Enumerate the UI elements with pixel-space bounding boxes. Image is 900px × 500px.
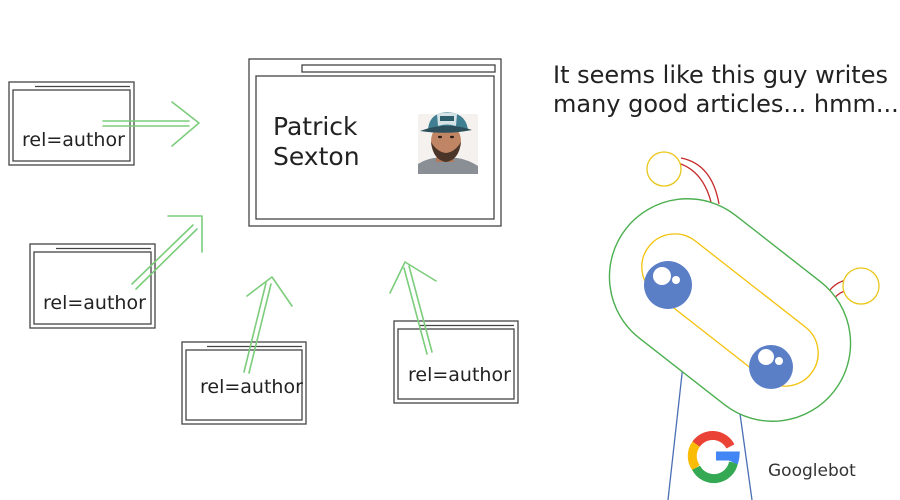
arrow-right-icon: [102, 101, 200, 147]
arrow-up-icon: [243, 276, 293, 374]
arrow-up-right-icon: [131, 215, 203, 290]
arrows: [102, 101, 437, 374]
googlebot-label: Googlebot: [768, 461, 856, 481]
bot-eye-right: [749, 345, 793, 389]
bot-thought-line1: It seems like this guy writes: [553, 61, 888, 89]
source-card-1: rel=author: [8, 81, 135, 166]
source-card-label: rel=author: [408, 364, 511, 386]
source-card-label: rel=author: [200, 376, 303, 398]
google-g-logo-icon: [687, 431, 740, 484]
author-name-last: Sexton: [273, 142, 360, 171]
arrow-up-icon: [389, 261, 437, 355]
source-card-4: rel=author: [393, 320, 519, 404]
googlebot-robot-icon: [608, 151, 880, 500]
source-card-3: rel=author: [181, 341, 307, 425]
source-card-2: rel=author: [29, 243, 156, 329]
bot-thought-line2: many good articles... hmm...: [553, 90, 899, 118]
source-card-label: rel=author: [43, 292, 146, 314]
author-name-first: Patrick: [273, 112, 358, 141]
source-card-label: rel=author: [22, 129, 125, 151]
author-page-card: Patrick Sexton: [248, 58, 502, 227]
author-photo-icon: [418, 112, 478, 174]
bot-eye-left: [644, 261, 692, 309]
